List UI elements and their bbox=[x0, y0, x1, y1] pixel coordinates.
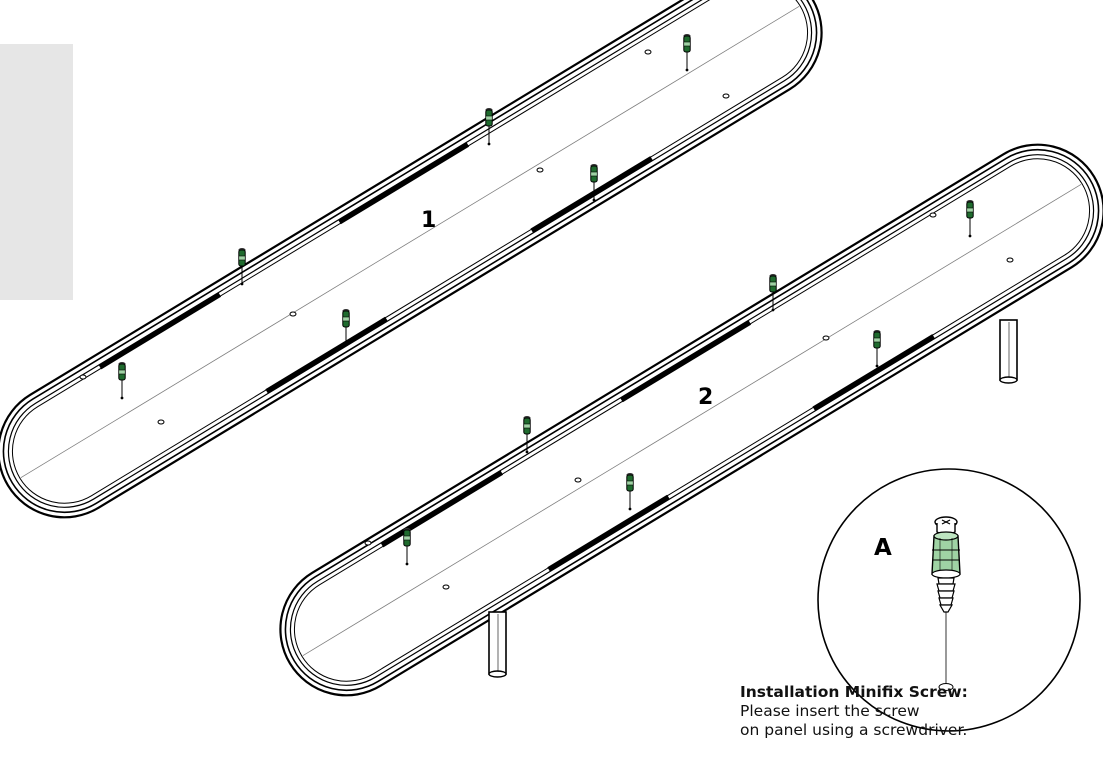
detail-a-callout bbox=[817, 468, 1081, 732]
side-tab bbox=[0, 44, 73, 300]
installation-caption: Installation Minifix Screw: Please inser… bbox=[740, 683, 1080, 740]
caption-line-2: on panel using a screwdriver. bbox=[740, 721, 968, 739]
caption-line-1: Please insert the screw bbox=[740, 702, 920, 720]
leg-left bbox=[488, 611, 507, 678]
panel-2 bbox=[279, 143, 1103, 697]
panel-2-label: 2 bbox=[698, 385, 714, 410]
panel-1-label: 1 bbox=[421, 208, 437, 233]
leg-right bbox=[999, 319, 1018, 384]
panel-1 bbox=[0, 0, 823, 519]
caption-title: Installation Minifix Screw: bbox=[740, 683, 968, 701]
detail-a-label: A bbox=[874, 535, 892, 561]
